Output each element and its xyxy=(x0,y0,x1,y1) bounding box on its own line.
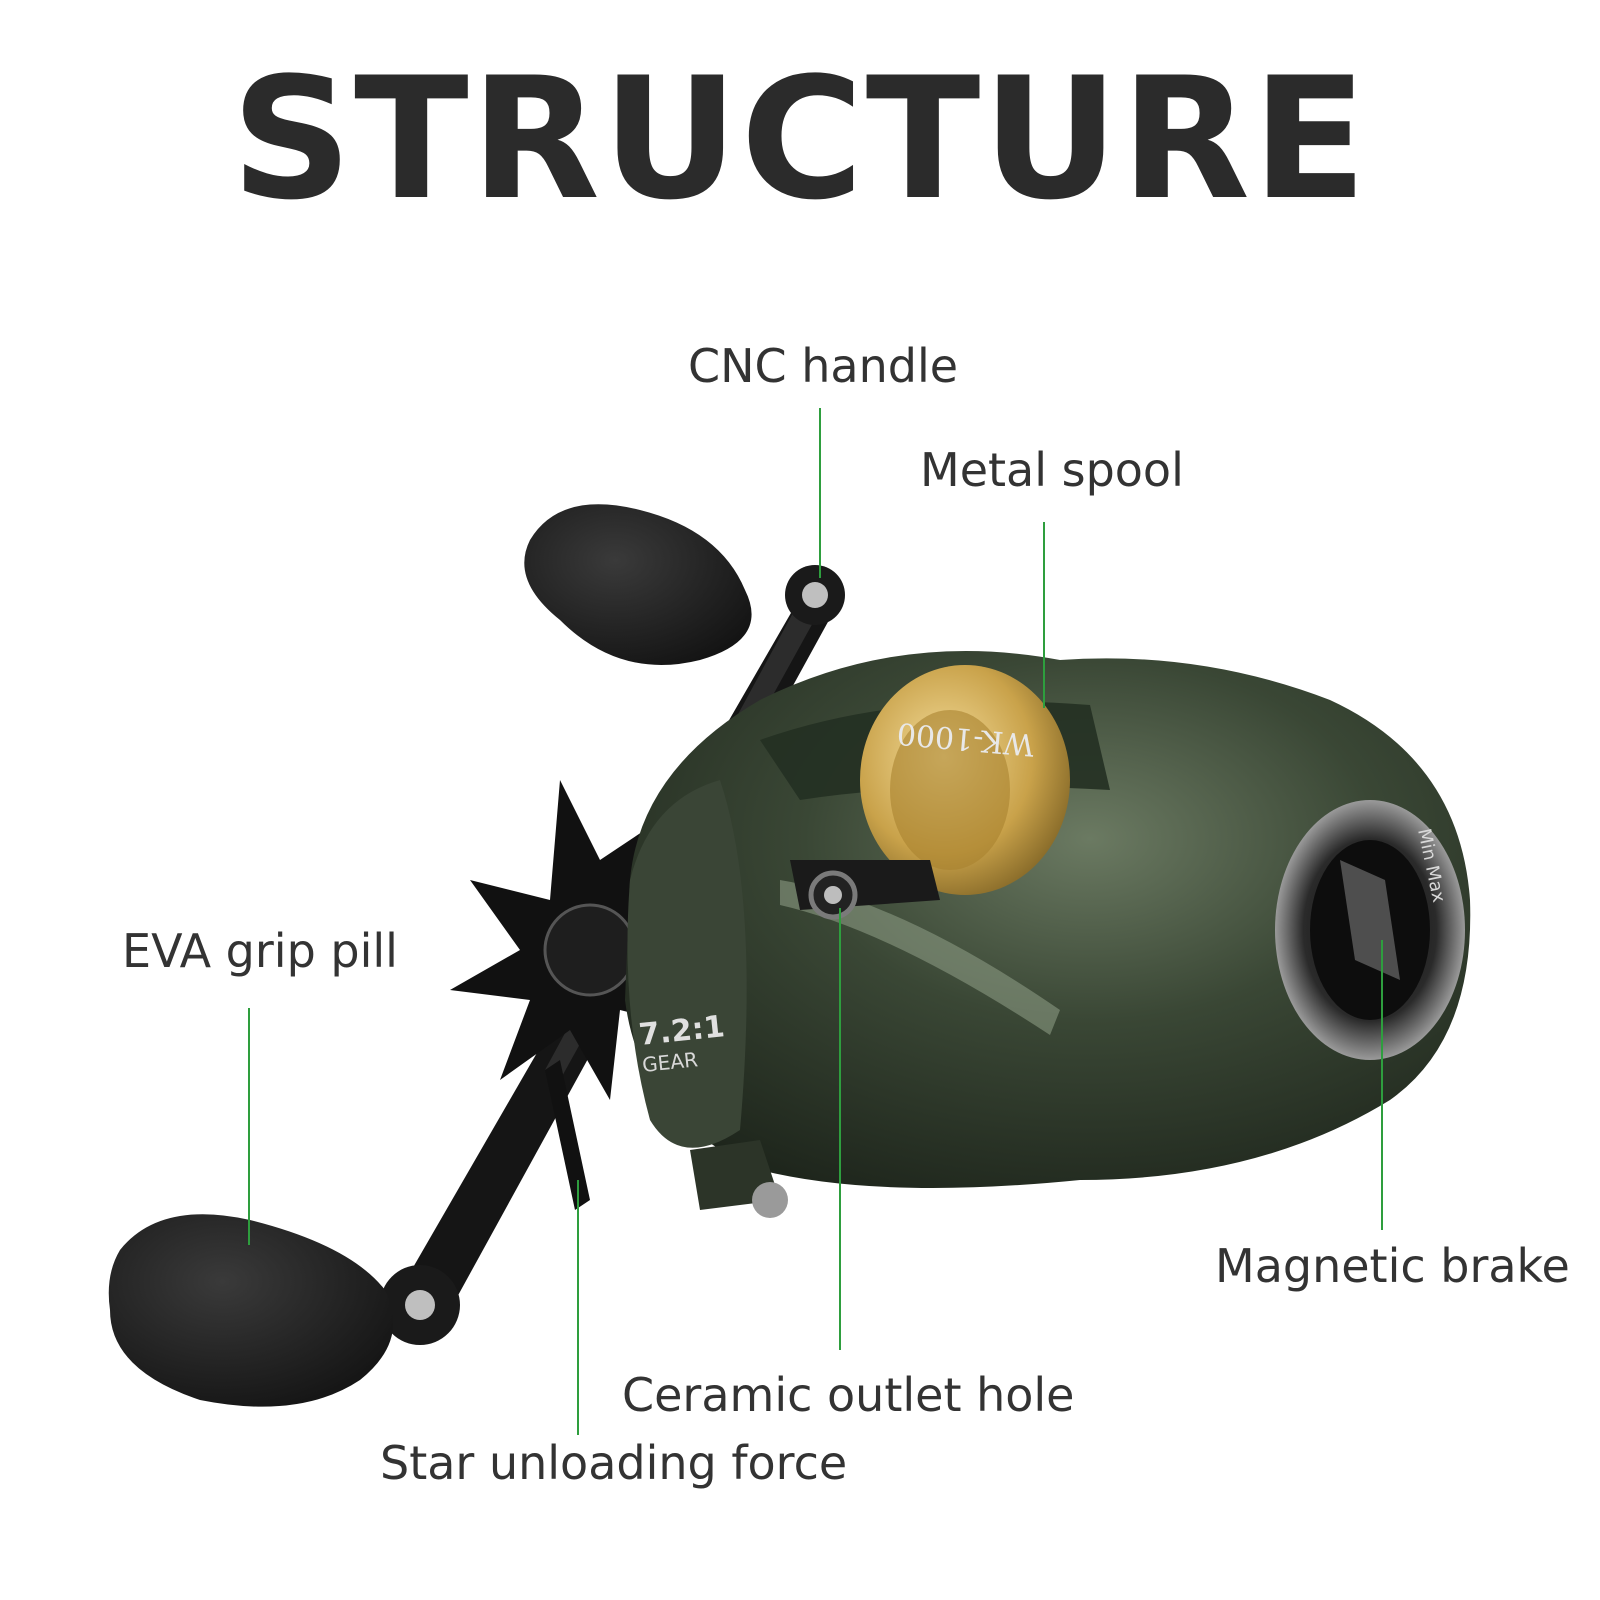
eva-grip-knob-lower xyxy=(108,1214,394,1407)
label-eva-grip: EVA grip pill xyxy=(122,924,398,978)
label-star-drag: Star unloading force xyxy=(380,1436,848,1490)
label-ceramic-outlet: Ceramic outlet hole xyxy=(622,1368,1075,1422)
eva-grip-knob-upper xyxy=(524,504,752,665)
gear-word-text: GEAR xyxy=(641,1047,699,1077)
magnetic-brake-dial xyxy=(1275,800,1465,1060)
page-title: STRUCTURE xyxy=(231,41,1369,237)
leader-lines xyxy=(248,408,1383,1435)
ceramic-outlet-hole xyxy=(790,860,940,920)
metal-spool xyxy=(860,665,1070,895)
star-drag-wheel xyxy=(450,780,720,1210)
label-metal-spool: Metal spool xyxy=(920,443,1184,497)
label-cnc-handle: CNC handle xyxy=(688,339,959,393)
label-magnetic-brake: Magnetic brake xyxy=(1215,1239,1570,1293)
